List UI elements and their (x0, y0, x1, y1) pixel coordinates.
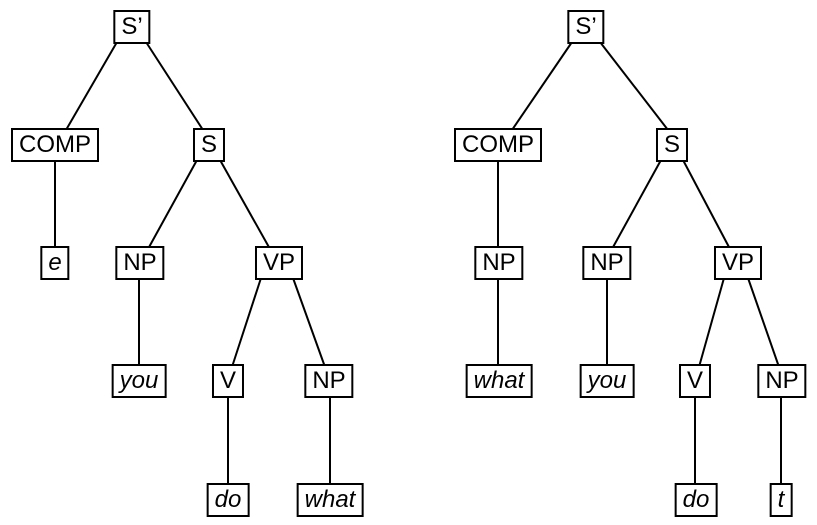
left-tree-node-s: S (192, 128, 226, 162)
right-tree-node-s-bar: S’ (567, 10, 605, 44)
right-tree-node-v: V (678, 364, 712, 398)
edge-left-s-vp (219, 159, 271, 250)
right-tree-node-vp: VP (713, 246, 763, 280)
edge-right-vp-np (747, 277, 780, 368)
left-tree-node-np-object: NP (304, 364, 354, 398)
right-tree-node-np-comp: NP (474, 246, 524, 280)
right-tree-node-s: S (655, 128, 689, 162)
left-tree-leaf-you: you (111, 364, 167, 398)
edge-right-sbar-s (599, 41, 669, 131)
right-tree-leaf-what: what (465, 364, 533, 398)
left-tree-leaf-e: e (40, 246, 70, 280)
edge-right-s-vp (682, 159, 731, 250)
right-tree-node-np-subject: NP (582, 246, 632, 280)
left-tree-node-vp: VP (254, 246, 304, 280)
right-tree-leaf-do: do (674, 483, 718, 517)
edge-left-sbar-s (145, 41, 204, 131)
edge-right-vp-v (698, 277, 725, 368)
right-tree-node-comp: COMP (454, 128, 542, 162)
left-tree-node-np-subject: NP (115, 246, 165, 280)
edge-right-sbar-comp (511, 41, 573, 131)
right-tree-node-np-object: NP (757, 364, 807, 398)
left-tree-leaf-do: do (206, 483, 250, 517)
edge-left-vp-np (292, 277, 326, 368)
left-tree-leaf-what: what (296, 483, 364, 517)
edge-left-sbar-comp (65, 41, 118, 131)
edge-left-s-np (147, 159, 198, 250)
edge-right-s-np (611, 159, 662, 250)
right-tree-leaf-t: t (769, 483, 793, 517)
left-tree-node-comp: COMP (11, 128, 99, 162)
left-tree-node-v: V (211, 364, 245, 398)
edge-left-vp-v (231, 277, 262, 368)
right-tree-leaf-you: you (579, 364, 635, 398)
left-tree-node-s-bar: S’ (113, 10, 151, 44)
